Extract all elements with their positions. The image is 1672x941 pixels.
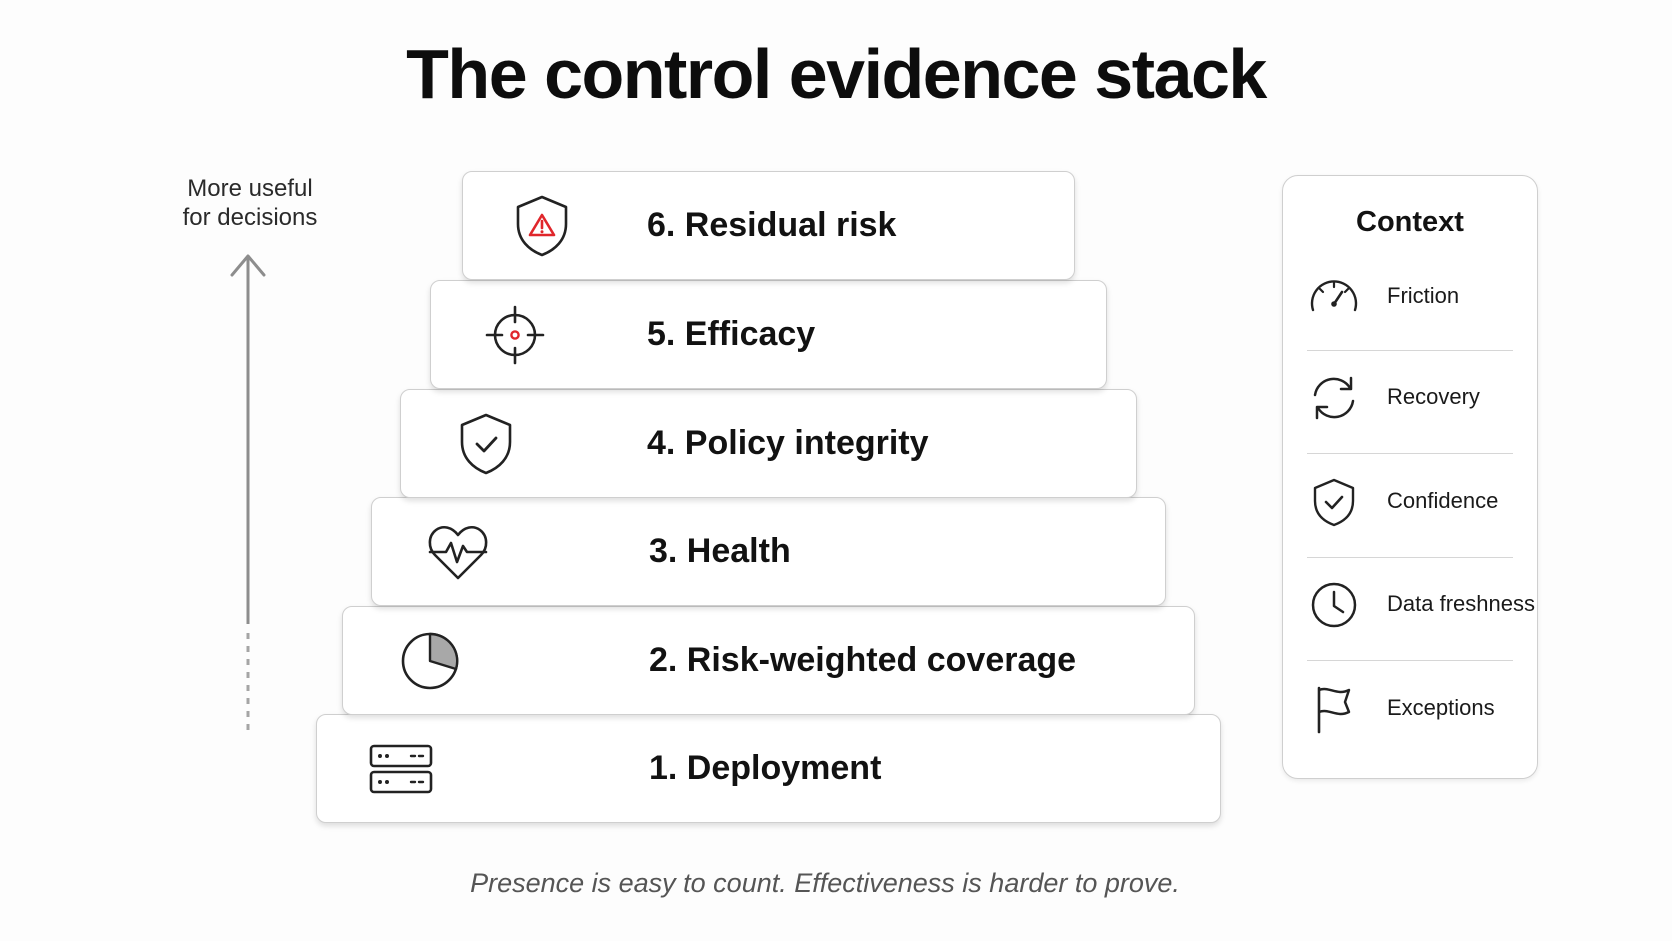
context-divider [1307,557,1513,558]
step-label: 2. Risk-weighted coverage [649,641,1077,679]
step-label: 5. Efficacy [647,315,816,353]
clock-icon [1307,578,1361,632]
context-title: Context [1356,206,1464,238]
shield-check-icon [450,408,522,480]
context-panel: Context Friction Recovery [1282,175,1538,779]
step-label: 3. Health [649,532,791,570]
context-divider [1307,453,1513,454]
server-icon [363,733,435,805]
caption: Presence is easy to count. Effectiveness… [470,868,1180,898]
pie-chart-icon [394,625,466,697]
step-deployment: 1. Deployment [316,714,1221,823]
shield-warning-icon [506,190,578,262]
axis-label-line1: More useful [187,175,313,202]
context-item-friction: Friction [1307,256,1517,336]
context-divider [1307,660,1513,661]
step-label: 6. Residual risk [647,206,897,244]
context-item-data-freshness: Data freshness [1307,564,1535,644]
flag-icon [1307,682,1361,736]
context-item-confidence: Confidence [1307,461,1517,541]
axis-label: More useful for decisions [160,174,340,232]
shield-check-icon [1307,475,1361,529]
target-crosshair-icon [479,299,551,371]
speedometer-icon [1307,270,1361,324]
context-item-label: Exceptions [1387,695,1495,720]
step-health: 3. Health [371,497,1166,606]
axis-label-line2: for decisions [182,204,318,231]
refresh-icon [1307,371,1361,425]
context-divider [1307,350,1513,351]
step-residual-risk: 6. Residual risk [462,171,1075,280]
context-item-label: Friction [1387,283,1460,308]
step-label: 4. Policy integrity [647,424,929,462]
usefulness-arrow [230,254,266,730]
context-item-label: Data freshness [1387,591,1535,616]
context-item-label: Confidence [1387,488,1499,513]
heart-pulse-icon [422,516,494,588]
step-risk-weighted-coverage: 2. Risk-weighted coverage [342,606,1195,715]
context-item-recovery: Recovery [1307,357,1517,437]
step-policy-integrity: 4. Policy integrity [400,389,1137,498]
page-title: The control evidence stack [406,35,1267,113]
context-item-label: Recovery [1387,384,1480,409]
context-item-exceptions: Exceptions [1307,668,1517,748]
step-label: 1. Deployment [649,749,882,787]
step-efficacy: 5. Efficacy [430,280,1107,389]
